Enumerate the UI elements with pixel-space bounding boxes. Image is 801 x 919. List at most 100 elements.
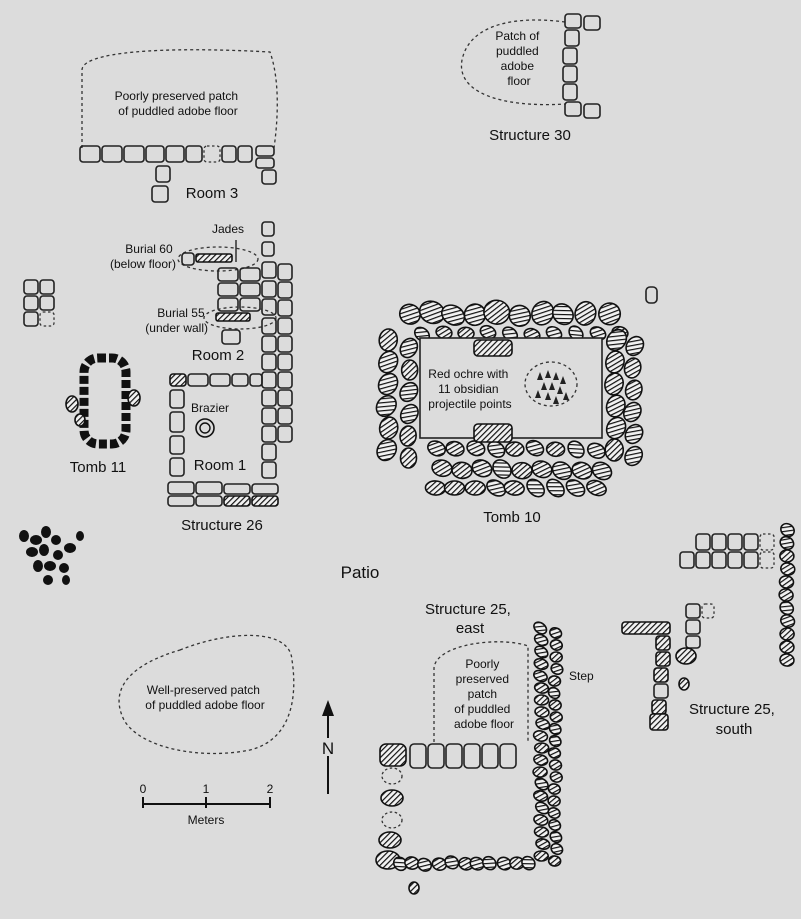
- stone: [531, 460, 553, 479]
- structure-26: Poorly preserved patch of puddled adobe …: [79, 49, 293, 534]
- structure-26-label: Structure 26: [181, 517, 263, 534]
- burial-60-label: Burial 60 (below floor): [110, 242, 176, 271]
- stone: [505, 441, 525, 457]
- stone: [534, 706, 550, 718]
- stone: [779, 640, 795, 654]
- burial-60: [195, 253, 233, 263]
- stone: [598, 302, 622, 326]
- stone: [427, 440, 447, 457]
- room-2-label: Room 2: [192, 347, 245, 364]
- stone: [548, 699, 562, 711]
- stone: [779, 627, 795, 641]
- room-3-patch-label: Poorly preserved patch of puddled adobe …: [115, 89, 242, 118]
- stone: [378, 328, 399, 352]
- stone: [398, 303, 421, 325]
- stone: [378, 416, 399, 440]
- stone: [546, 478, 565, 498]
- obsidian-points-cache: [524, 361, 578, 407]
- stone: [779, 653, 795, 667]
- structure-25-east-patch-label: Poorly preserved patch of puddled adobe …: [454, 657, 514, 731]
- stone: [550, 662, 564, 676]
- stone: [377, 372, 399, 396]
- stone: [547, 686, 561, 700]
- stone: [547, 747, 562, 759]
- stone: [780, 522, 795, 538]
- stone: [533, 621, 548, 635]
- stone: [605, 350, 625, 374]
- stone: [533, 657, 549, 671]
- north-arrow: N: [318, 700, 338, 794]
- scale-tick-0: 0: [140, 782, 147, 796]
- stone: [424, 480, 447, 496]
- stone: [533, 850, 550, 862]
- structure-30: Patch of puddled adobe floor Structure 3…: [460, 13, 601, 144]
- stone: [492, 459, 512, 479]
- scale-tick-2: 2: [267, 782, 274, 796]
- stone: [400, 359, 419, 381]
- stone: [550, 842, 564, 856]
- stone: [574, 300, 597, 326]
- stone: [551, 303, 574, 326]
- stone: [624, 379, 643, 401]
- stone: [532, 730, 549, 742]
- stone: [548, 818, 562, 832]
- stone: [481, 855, 497, 871]
- structure-25-south: Structure 25, south: [621, 522, 796, 738]
- stone: [605, 328, 628, 352]
- stone: [534, 777, 549, 791]
- stone: [624, 423, 644, 445]
- stone: [483, 299, 511, 325]
- brazier: [195, 418, 215, 438]
- tomb-10: Red ochre with 11 obsidian projectile po…: [375, 286, 658, 526]
- structure-25-east-label: Structure 25, east: [425, 601, 515, 637]
- stone: [779, 614, 796, 628]
- stone: [547, 783, 562, 795]
- tomb-10-chamber: [419, 337, 603, 439]
- stone: [399, 403, 419, 425]
- stone: [508, 304, 532, 327]
- stone: [464, 480, 487, 496]
- obsidian-points: [535, 370, 569, 404]
- stone: [534, 645, 549, 659]
- stone: [511, 461, 533, 480]
- stone: [778, 588, 794, 602]
- room-3-floor-patch: [81, 49, 278, 149]
- burial-55-label: Burial 55 (under wall): [145, 306, 208, 335]
- stone: [549, 830, 563, 844]
- stone: [416, 857, 433, 872]
- stone: [549, 626, 563, 640]
- stone: [533, 814, 549, 826]
- structure-30-label: Structure 30: [489, 127, 571, 144]
- tomb-10-label: Tomb 10: [483, 509, 541, 526]
- stone: [431, 459, 453, 478]
- stone: [375, 394, 397, 418]
- stone: [548, 722, 562, 736]
- stone: [780, 562, 796, 576]
- stone: [549, 651, 563, 663]
- stone: [445, 440, 465, 457]
- burial-55: [215, 312, 251, 322]
- stone: [531, 300, 555, 326]
- stone: [525, 439, 545, 457]
- stone: [778, 575, 795, 589]
- stone: [533, 694, 550, 706]
- stone: [604, 372, 624, 396]
- stone: [547, 855, 562, 867]
- stone: [471, 459, 493, 478]
- tomb-10-stones: [375, 299, 645, 498]
- burial-55-outline: [203, 306, 277, 330]
- stone: [533, 742, 550, 754]
- structure-30-floor-patch: [460, 19, 566, 106]
- stone: [440, 304, 466, 326]
- well-preserved-patch: Well-preserved patch of puddled adobe fl…: [118, 634, 295, 755]
- isolated-stones-west: [23, 279, 55, 327]
- stone: [521, 855, 536, 871]
- stone: [779, 549, 795, 563]
- north-label: N: [322, 739, 334, 758]
- stone: [399, 447, 418, 469]
- stone: [549, 639, 564, 651]
- structure-25-east-stones: [392, 621, 564, 872]
- stone: [551, 461, 573, 481]
- structure-25-east: Structure 25, east Poorly preserved patc…: [375, 601, 594, 895]
- stone: [399, 425, 417, 447]
